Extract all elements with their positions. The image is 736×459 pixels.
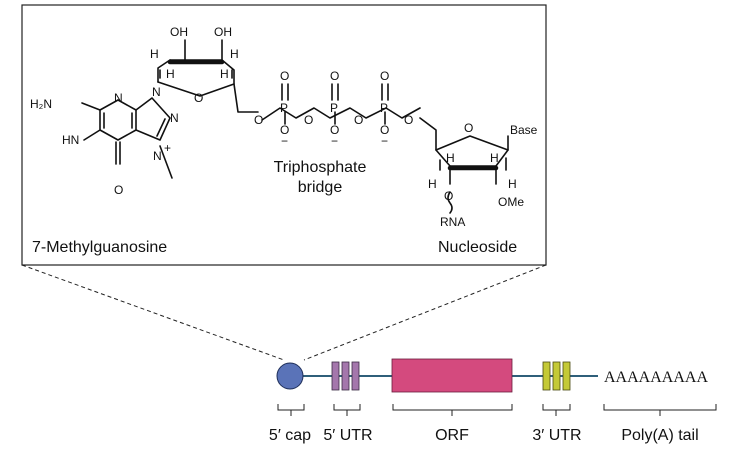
nuc-o3: O [444,189,453,203]
zoom-line-right [303,264,547,361]
nuc-h1: H [446,151,455,165]
o-bridge-3: O [354,113,363,127]
imidazole-n: N [170,111,179,125]
nucleoside-ribose [419,117,509,214]
zoom-line-left [21,264,285,361]
p-alpha: P [280,101,288,115]
label-cap: 5′ cap [269,427,311,444]
utr5-bar [331,361,340,391]
segment-brackets [277,404,717,416]
ribose-o: O [194,91,203,105]
ribose-h4: H [230,47,239,61]
label-orf: ORF [435,427,469,444]
bridge-caption-1: Triphosphate [274,159,367,176]
n9-label: N [152,85,161,99]
o-minus-alpha: O [280,123,289,137]
utr3-bar [562,361,571,391]
ribose-h2: H [166,67,175,81]
utr5-block [331,361,360,391]
cap-caption: 7-Methylguanosine [32,239,167,256]
utr3-bar [552,361,561,391]
n7-label: N [153,149,162,163]
carbonyl-o: O [114,183,123,197]
bracket-orf [392,404,513,416]
nuc-h2: H [490,151,499,165]
label-polya: Poly(A) tail [621,427,698,444]
o-minus-beta: O [330,123,339,137]
p-beta: P [330,101,338,115]
methylguanine-base [81,97,173,179]
orf-block [391,358,513,393]
o-bridge-2: O [304,113,313,127]
triphosphate-chain [261,83,421,125]
hn-label: HN [62,133,79,147]
ribose-h3: H [220,67,229,81]
label-utr3: 3′ UTR [532,427,581,444]
minus-alpha: − [281,134,288,148]
bracket-utr5 [333,404,361,416]
rna-label: RNA [440,215,465,229]
nuc-h4: H [508,177,517,191]
base-n-top: N [114,91,123,105]
nucleoside-caption: Nucleoside [438,239,517,256]
n7-plus: + [164,141,171,155]
cap-circle [276,362,304,390]
o-double-gamma: O [380,69,389,83]
base-label: Base [510,123,538,137]
utr5-bar [351,361,360,391]
nuc-h3: H [428,177,437,191]
bracket-utr3 [542,404,571,416]
h2n-label: H₂N [30,97,52,111]
nucleoside-ring-o: O [464,121,473,135]
ome-label: OMe [498,195,524,209]
oh-left: OH [170,25,188,39]
oh-right: OH [214,25,232,39]
ribose-h1: H [150,47,159,61]
o-minus-gamma: O [380,123,389,137]
utr3-bar [542,361,551,391]
utr5-bar [341,361,350,391]
o-bridge-1: O [254,113,263,127]
cap-ribose [157,39,259,113]
bridge-caption-2: bridge [298,179,343,196]
utr3-block [542,361,571,391]
o-double-alpha: O [280,69,289,83]
minus-beta: − [331,134,338,148]
o-bridge-4: O [404,113,413,127]
bracket-cap [277,404,305,416]
p-gamma: P [380,101,388,115]
label-utr5: 5′ UTR [323,427,372,444]
polya-sequence: AAAAAAAAA [604,369,708,386]
bracket-polya [603,404,717,416]
minus-gamma: − [381,134,388,148]
o-double-beta: O [330,69,339,83]
